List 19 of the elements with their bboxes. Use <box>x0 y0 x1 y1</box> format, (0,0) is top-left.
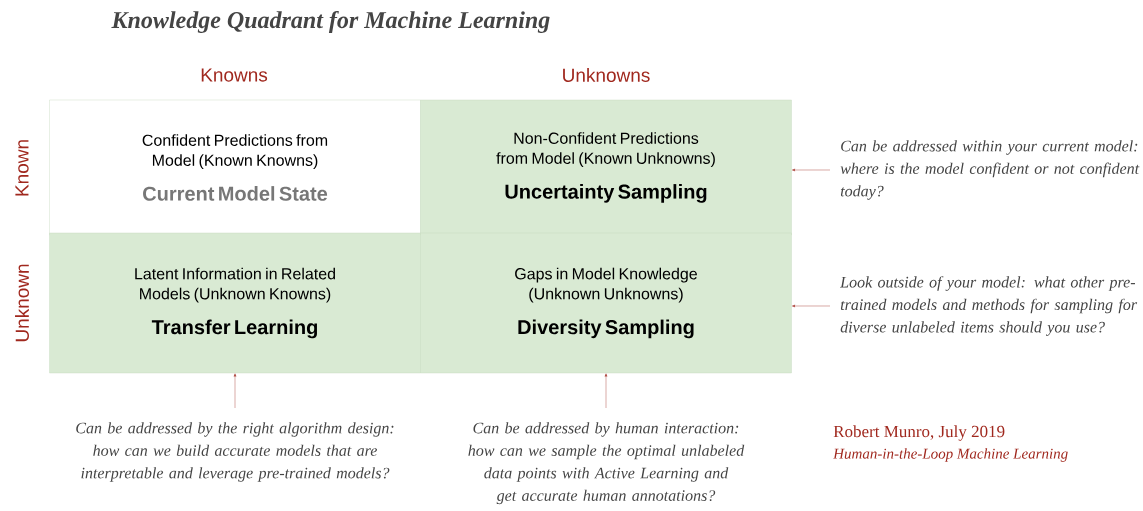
row-header: Unknown <box>15 264 29 342</box>
arrow <box>792 168 831 172</box>
author-line: Robert Munro, July 2019 <box>833 425 1005 441</box>
quadrant-cell: Latent Information in Related Models (Unknown Knowns) Transfer Learning <box>49 232 421 374</box>
arrow <box>792 304 831 308</box>
annotation-text: Can be addressed by the right algorithm design: how can we build accurate models that are interpretable and leverage pre-trained models? <box>76 422 394 482</box>
quadrant-cell: Non-Confident Predictions from Model (Known Unknowns) Uncertainty Sampling <box>420 99 792 236</box>
annotation-text: Look outside of your model: what other pre-trained models and methods for sampling for diverse unlabeled items should you use? <box>840 276 1138 336</box>
quadrant-cell: Confident Predictions from Model (Known Knowns) Current Model State <box>49 99 421 236</box>
annotation-text: Can be addressed by human interaction: how can we sample the optimal unlabeled data points with Active Learning and get accurate human annotations? <box>468 422 745 505</box>
title: Knowledge Quadrant for Machine Learning <box>111 11 550 33</box>
arrow <box>604 373 608 409</box>
col-header: Unknowns <box>563 68 650 82</box>
book-title: Human-in-the-Loop Machine Learning <box>833 448 1068 462</box>
annotation-text: Can be addressed within your current model: where is the model confident or not confident today? <box>840 140 1140 200</box>
row-header: Known <box>15 140 29 196</box>
arrow <box>233 373 237 409</box>
col-header: Knowns <box>201 68 268 82</box>
quadrant-cell: Gaps in Model Knowledge (Unknown Unknowns) Diversity Sampling <box>420 232 792 374</box>
